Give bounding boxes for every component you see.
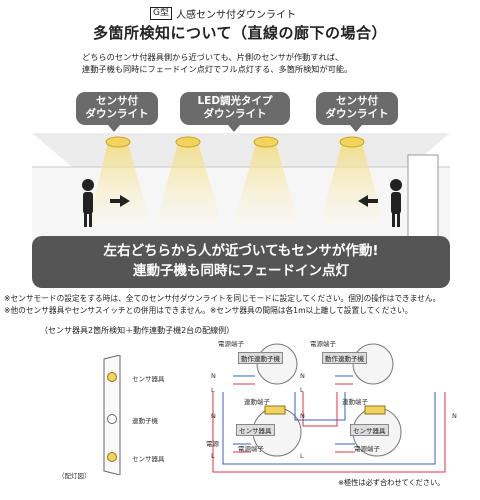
light-beam-3	[234, 143, 298, 223]
layout-item-3: センサ器具	[132, 455, 165, 463]
light-beam-left	[88, 143, 150, 223]
bubble-tail-left	[108, 125, 120, 132]
label-sensor-b: センサ器具	[350, 424, 389, 436]
label-power-terminal-a: 電源端子	[218, 340, 244, 348]
light-beam-2	[156, 143, 222, 223]
arrow-left-icon	[358, 195, 368, 207]
bubble-tail-right	[350, 125, 362, 132]
arrow-right-icon	[120, 195, 130, 207]
intro-line-1: どちらのセンサ付器具側から近づいても、片側のセンサが作動すれば、	[82, 52, 344, 62]
light-label-center: LED調光タイプ ダウンライト	[180, 92, 290, 125]
label-n-d: N	[300, 412, 305, 420]
type-name: 人感センサ付ダウンライト	[175, 9, 296, 21]
label-action-sub-b: 動作連動子機	[322, 352, 367, 364]
label-l-d: L	[300, 452, 304, 460]
type-code: G型	[150, 6, 172, 20]
light-label-center-line2: ダウンライト	[203, 108, 267, 120]
banner-line-1: 左右どちらから人が近づいてもセンサが作動!	[103, 243, 379, 259]
banner-line-2: 連動子機も同時にフェードイン点灯	[133, 263, 349, 279]
type-line: G型 人感センサ付ダウンライト	[150, 6, 350, 21]
page-title: 多箇所検知について（直線の廊下の場合）	[92, 24, 388, 42]
notes: ※センサモードの設定をする時は、全てのセンサ付ダウンライトを同じモードに設定して…	[4, 293, 480, 316]
layout-diagram-label: （配灯図）	[58, 472, 91, 480]
person-right-icon	[390, 179, 402, 227]
downlight-icon	[105, 136, 131, 148]
light-label-left-line1: センサ付	[96, 95, 138, 107]
light-label-left: センサ付 ダウンライト	[76, 92, 158, 125]
light-label-center-line1: LED調光タイプ	[197, 95, 273, 107]
light-label-right: センサ付 ダウンライト	[316, 92, 398, 125]
layout-diagram-frame	[103, 355, 121, 475]
label-l-b: L	[300, 386, 304, 394]
polarity-warning: ※極性は必ず合わせてください。	[338, 478, 445, 487]
layout-item-1: センサ器具	[132, 375, 165, 383]
label-action-sub-a: 動作連動子機	[238, 352, 283, 364]
light-label-left-line2: ダウンライト	[85, 108, 149, 120]
label-power-terminal-b: 電源端子	[310, 340, 336, 348]
light-label-right-line1: センサ付	[336, 95, 378, 107]
label-power-terminal-c: 電源端子	[238, 445, 264, 453]
label-sensor-a: センサ器具	[236, 424, 275, 436]
label-l-a: L	[211, 386, 215, 394]
corridor-illustration	[32, 133, 450, 249]
label-power-source: 電源	[206, 440, 219, 448]
note-1: ※センサモードの設定をする時は、全てのセンサ付ダウンライトを同じモードに設定して…	[4, 294, 441, 303]
label-l-c: L	[211, 452, 215, 460]
note-2: ※他のセンサ器具やセンサスイッチとの併用はできません。※センサ器具の間隔は各1m…	[4, 305, 413, 315]
light-label-right-line2: ダウンライト	[325, 108, 389, 120]
label-link-terminal-a: 連動端子	[244, 398, 270, 406]
label-power-terminal-d: 電源端子	[354, 445, 380, 453]
label-link-terminal-b: 連動端子	[342, 398, 368, 406]
label-n-e: N	[452, 412, 457, 420]
layout-item-2: 連動子機	[132, 417, 158, 425]
wiring-title: （センサ器具2箇所検知＋動作連動子機2台の配線例）	[40, 326, 235, 335]
highlight-banner: 左右どちらから人が近づいてもセンサが作動! 連動子機も同時にフェードイン点灯	[32, 236, 450, 288]
downlight-icon	[339, 136, 365, 148]
person-left-icon	[82, 179, 94, 227]
ceiling	[32, 133, 450, 167]
downlight-icon	[253, 136, 279, 148]
label-n-c: N	[211, 412, 216, 420]
bubble-tail-center	[228, 125, 240, 132]
downlight-icon	[175, 136, 201, 148]
door-icon	[407, 154, 439, 242]
intro-text: どちらのセンサ付器具側から近づいても、片側のセンサが作動すれば、 連動子機も同時…	[82, 51, 462, 75]
intro-line-2: 連動子機も同時にフェードイン点灯でフル点灯する、多箇所検知が可能。	[82, 64, 353, 74]
label-n-b: N	[300, 372, 305, 380]
label-n-a: N	[211, 372, 216, 380]
